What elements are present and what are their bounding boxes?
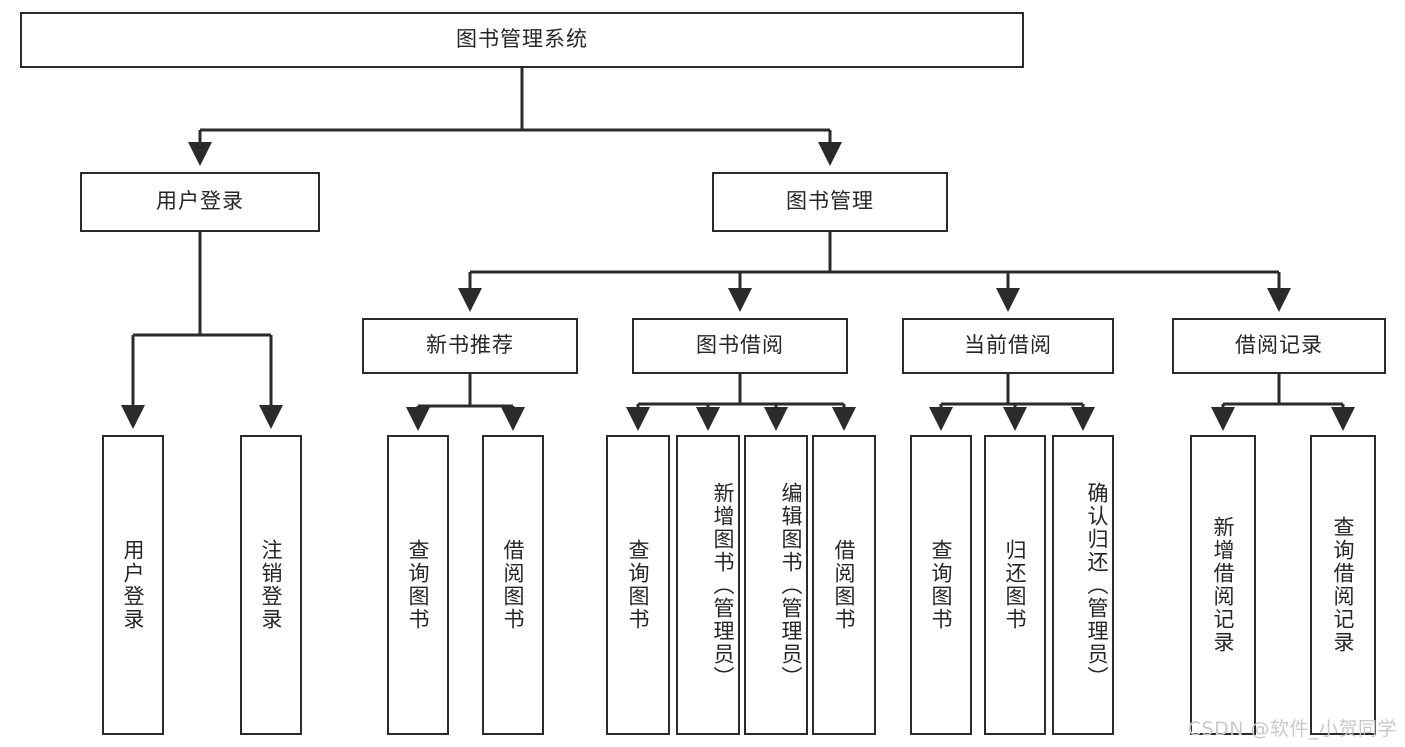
connector-group-book-manage (458, 232, 1291, 312)
leaf-borrow-books[interactable]: 借阅图书 (812, 435, 876, 735)
node-current-borrow-label: 当前借阅 (964, 333, 1052, 358)
leaf-label: 用户登录 (121, 539, 145, 631)
node-current-borrow[interactable]: 当前借阅 (902, 318, 1114, 374)
leaf-label: 查询借阅记录 (1331, 516, 1355, 654)
node-new-book-recommend-label: 新书推荐 (426, 333, 514, 358)
node-new-book-recommend[interactable]: 新书推荐 (362, 318, 578, 374)
leaf-label: 查询图书 (929, 539, 953, 631)
connector-group-borrow (626, 374, 856, 431)
watermark: CSDN @软件_小贺同学 (1187, 718, 1397, 740)
node-borrow-records-label: 借阅记录 (1235, 333, 1323, 358)
leaf-label: 注销登录 (259, 539, 283, 631)
connector-group-new-books (406, 374, 525, 431)
leaf-user-login[interactable]: 用户登录 (102, 435, 164, 735)
node-book-management[interactable]: 图书管理 (712, 172, 948, 232)
leaf-edit-book-admin[interactable]: 编辑图书（管理员） (744, 435, 808, 735)
node-book-borrow[interactable]: 图书借阅 (632, 318, 848, 374)
leaf-label: 归还图书 (1003, 539, 1027, 631)
leaf-logout[interactable]: 注销登录 (240, 435, 302, 735)
connector-group-root (188, 68, 842, 166)
leaf-label: 编辑图书（管理员） (779, 481, 803, 689)
connector-group-user-login (121, 232, 283, 429)
node-user-login-label: 用户登录 (156, 189, 244, 214)
leaf-label: 新增图书（管理员） (711, 481, 735, 689)
leaf-add-borrow-record[interactable]: 新增借阅记录 (1190, 435, 1256, 735)
leaf-query-books-current[interactable]: 查询图书 (910, 435, 972, 735)
leaf-borrow-books-recommend[interactable]: 借阅图书 (482, 435, 544, 735)
leaf-query-borrow-record[interactable]: 查询借阅记录 (1310, 435, 1376, 735)
leaf-query-books-borrow[interactable]: 查询图书 (606, 435, 670, 735)
node-book-management-label: 图书管理 (786, 189, 874, 214)
leaf-query-books-recommend[interactable]: 查询图书 (387, 435, 449, 735)
leaf-label: 借阅图书 (832, 539, 856, 631)
node-user-login[interactable]: 用户登录 (80, 172, 320, 232)
connector-group-records (1211, 374, 1355, 431)
leaf-label: 借阅图书 (501, 539, 525, 631)
leaf-add-book-admin[interactable]: 新增图书（管理员） (676, 435, 740, 735)
node-root-label: 图书管理系统 (456, 27, 588, 52)
leaf-label: 新增借阅记录 (1211, 516, 1235, 654)
leaf-label: 查询图书 (406, 539, 430, 631)
leaf-return-books[interactable]: 归还图书 (984, 435, 1046, 735)
node-book-borrow-label: 图书借阅 (696, 333, 784, 358)
leaf-label: 确认归还（管理员） (1085, 481, 1109, 689)
node-borrow-records[interactable]: 借阅记录 (1172, 318, 1386, 374)
leaf-confirm-return-admin[interactable]: 确认归还（管理员） (1052, 435, 1114, 735)
node-root[interactable]: 图书管理系统 (20, 12, 1024, 68)
leaf-label: 查询图书 (626, 539, 650, 631)
connector-group-current-borrow (929, 374, 1095, 431)
